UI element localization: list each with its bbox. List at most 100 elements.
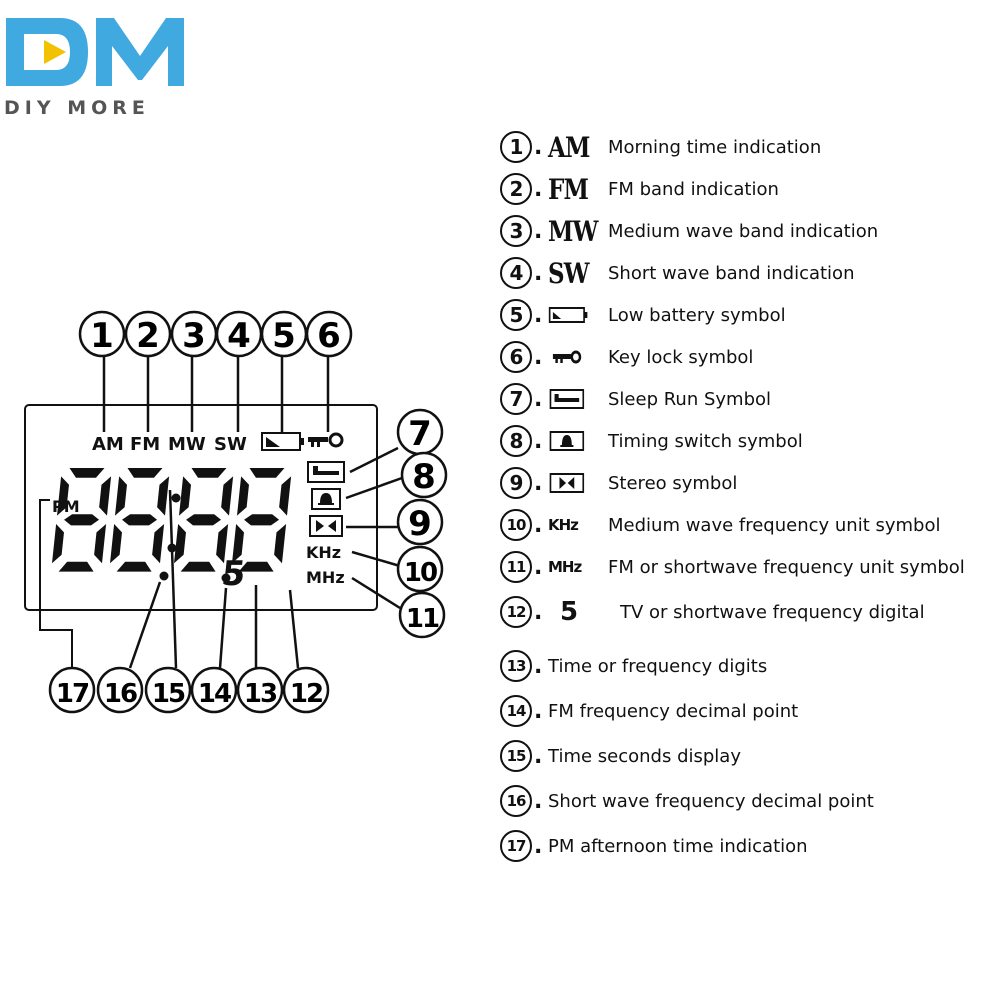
logo-mark-accent (44, 40, 66, 64)
callout-8: 8 (412, 457, 436, 497)
logo-text: DIY MORE (4, 97, 150, 119)
fm-decimal-point (221, 573, 231, 583)
callout-16: 16 (104, 679, 137, 709)
leader-line-15 (168, 489, 178, 669)
legend-number: 10 (500, 509, 532, 541)
callout-17: 17 (56, 679, 89, 709)
legend-row-17: 17. PM afternoon time indication (500, 826, 808, 866)
callout-10: 10 (404, 558, 437, 588)
legend-row-13: 13. Time or frequency digits (500, 646, 767, 686)
diymore-logo: DIY MORE (4, 18, 184, 119)
legend-symbol-fm: FM (548, 172, 589, 206)
logo-mark-m (96, 18, 184, 86)
legend-row-10: 10. KHz Medium wave frequency unit symbo… (500, 505, 941, 545)
legend-symbol-am: AM (548, 130, 590, 164)
legend-text: Key lock symbol (608, 346, 754, 368)
legend-text: Time or frequency digits (548, 655, 768, 677)
legend-number: 5 (500, 299, 532, 331)
callout-3: 3 (182, 316, 206, 356)
leader-line-12 (288, 589, 300, 669)
label-fm: FM (130, 434, 160, 455)
legend-text: FM or shortwave frequency unit symbol (608, 556, 965, 578)
lcd-diagram: AM FM MW SW KHz MHz PM 5 (24, 310, 448, 714)
bottom-callouts: 17 16 15 14 13 12 (48, 666, 330, 714)
legend-symbol-khz: KHz (548, 516, 579, 534)
legend-row-1: 1. AM Morning time indication (500, 127, 821, 167)
key-icon (308, 432, 344, 448)
legend-text: Medium wave frequency unit symbol (608, 514, 941, 536)
small-digit: 5 (220, 554, 248, 594)
legend-number: 7 (500, 383, 532, 415)
callout-15: 15 (152, 679, 185, 709)
callout-2: 2 (136, 316, 160, 356)
legend-number: 15 (500, 740, 532, 772)
leader-line-11 (351, 576, 401, 610)
legend-symbol-sw: SW (548, 256, 590, 290)
leader-line-8 (345, 476, 403, 500)
leader-line-10 (351, 550, 401, 568)
leader-line-7 (349, 446, 399, 474)
legend-row-7: 7. Sleep Run Symbol (500, 379, 771, 419)
stereo-icon (309, 515, 343, 537)
legend-text: Low battery symbol (608, 304, 786, 326)
leader-line-16 (128, 581, 162, 669)
legend-row-5: 5. Low battery symbol (500, 295, 786, 335)
legend-text: Timing switch symbol (608, 430, 803, 452)
bell-icon (311, 488, 341, 510)
legend-number: 11 (500, 551, 532, 583)
lcd-frame (24, 404, 378, 611)
legend-number: 12 (500, 596, 532, 628)
legend: 1. AM Morning time indication 2. FM FM b… (500, 0, 995, 1000)
bed-icon (549, 389, 585, 409)
legend-row-11: 11. MHz FM or shortwave frequency unit s… (500, 547, 965, 587)
top-callouts: 1 2 3 4 5 6 (78, 310, 353, 358)
label-mw: MW (168, 434, 206, 455)
legend-number: 4 (500, 257, 532, 289)
legend-text: Sleep Run Symbol (608, 388, 772, 410)
stereo-icon (549, 473, 585, 493)
callout-7: 7 (408, 414, 432, 454)
callout-14: 14 (198, 679, 231, 709)
legend-text: Short wave band indication (608, 262, 855, 284)
legend-number: 6 (500, 341, 532, 373)
callout-11: 11 (406, 604, 439, 634)
legend-text: Stereo symbol (608, 472, 738, 494)
legend-number: 14 (500, 695, 532, 727)
legend-row-15: 15. Time seconds display (500, 736, 741, 776)
callout-5: 5 (272, 316, 296, 356)
legend-row-12: 12. 5 TV or shortwave frequency digital (500, 592, 925, 632)
legend-symbol-digit: 5 (560, 597, 578, 627)
legend-symbol-mhz: MHz (548, 558, 582, 576)
callout-6: 6 (317, 316, 341, 356)
legend-row-16: 16. Short wave frequency decimal point (500, 781, 874, 821)
legend-number: 9 (500, 467, 532, 499)
pm-leader-line (39, 499, 73, 670)
segment-digit-1 (51, 468, 112, 572)
leader-line-14 (218, 587, 228, 669)
callout-1: 1 (90, 316, 114, 356)
callout-9: 9 (408, 504, 432, 544)
battery-icon (548, 307, 588, 323)
callout-13: 13 (244, 679, 277, 709)
right-callouts: 7 8 9 10 11 (396, 408, 448, 639)
legend-row-4: 4. SW Short wave band indication (500, 253, 854, 293)
legend-number: 2 (500, 173, 532, 205)
label-khz: KHz (306, 543, 341, 562)
legend-text: FM frequency decimal point (548, 700, 799, 722)
legend-text: Morning time indication (608, 136, 822, 158)
legend-symbol-mw: MW (548, 214, 598, 248)
legend-text: PM afternoon time indication (548, 835, 808, 857)
legend-number: 8 (500, 425, 532, 457)
sw-decimal-point (159, 571, 169, 581)
legend-row-14: 14. FM frequency decimal point (500, 691, 798, 731)
logo-mark-d (6, 18, 88, 86)
callout-4: 4 (227, 316, 251, 356)
key-icon (552, 350, 582, 364)
legend-row-6: 6. Key lock symbol (500, 337, 753, 377)
legend-number: 3 (500, 215, 532, 247)
bell-icon (549, 431, 585, 451)
legend-row-3: 3. MW Medium wave band indication (500, 211, 878, 251)
legend-number: 17 (500, 830, 532, 862)
time-seconds-dot-upper (171, 493, 181, 503)
legend-row-9: 9. Stereo symbol (500, 463, 737, 503)
